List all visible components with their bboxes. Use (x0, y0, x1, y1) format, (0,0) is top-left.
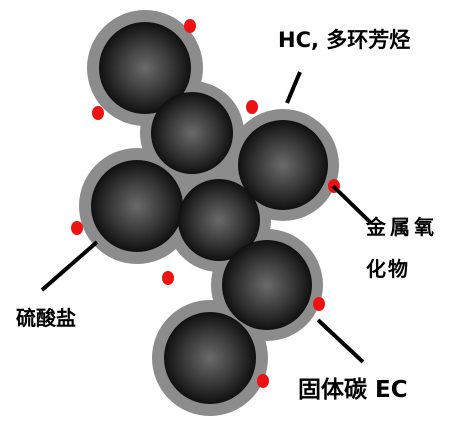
red-particles (71, 19, 340, 388)
carbon-sphere-3 (238, 120, 328, 210)
label-sulfate: 硫酸盐 (16, 306, 76, 330)
leader-line-sulfate (40, 240, 99, 292)
red-dot-2 (92, 106, 104, 120)
label-metal-oxide-line2: 化物 (366, 257, 410, 281)
label-metal-oxide-line1: 金属氧 (366, 215, 438, 239)
carbon-sphere-1 (99, 22, 191, 114)
red-dot-6 (162, 271, 174, 285)
label-hc-pah: HC, 多环芳烃 (278, 28, 411, 52)
leader-line-solid-carbon (316, 318, 365, 364)
red-dot-8 (257, 374, 269, 388)
red-dot-7 (313, 297, 325, 311)
carbon-sphere-6 (222, 240, 312, 330)
carbon-sphere-5 (178, 179, 260, 261)
red-dot-1 (184, 19, 196, 33)
carbon-cores (91, 22, 328, 404)
red-dot-5 (71, 221, 83, 235)
leader-line-hc (285, 71, 302, 104)
carbon-sphere-4 (91, 160, 183, 252)
carbon-sphere-7 (164, 312, 256, 404)
leader-line-metal-oxide (331, 184, 372, 224)
leader-lines (40, 71, 372, 364)
label-solid-carbon-ec: 固体碳 EC (298, 377, 408, 403)
red-dot-3 (246, 100, 258, 114)
carbon-sphere-2 (151, 92, 233, 174)
